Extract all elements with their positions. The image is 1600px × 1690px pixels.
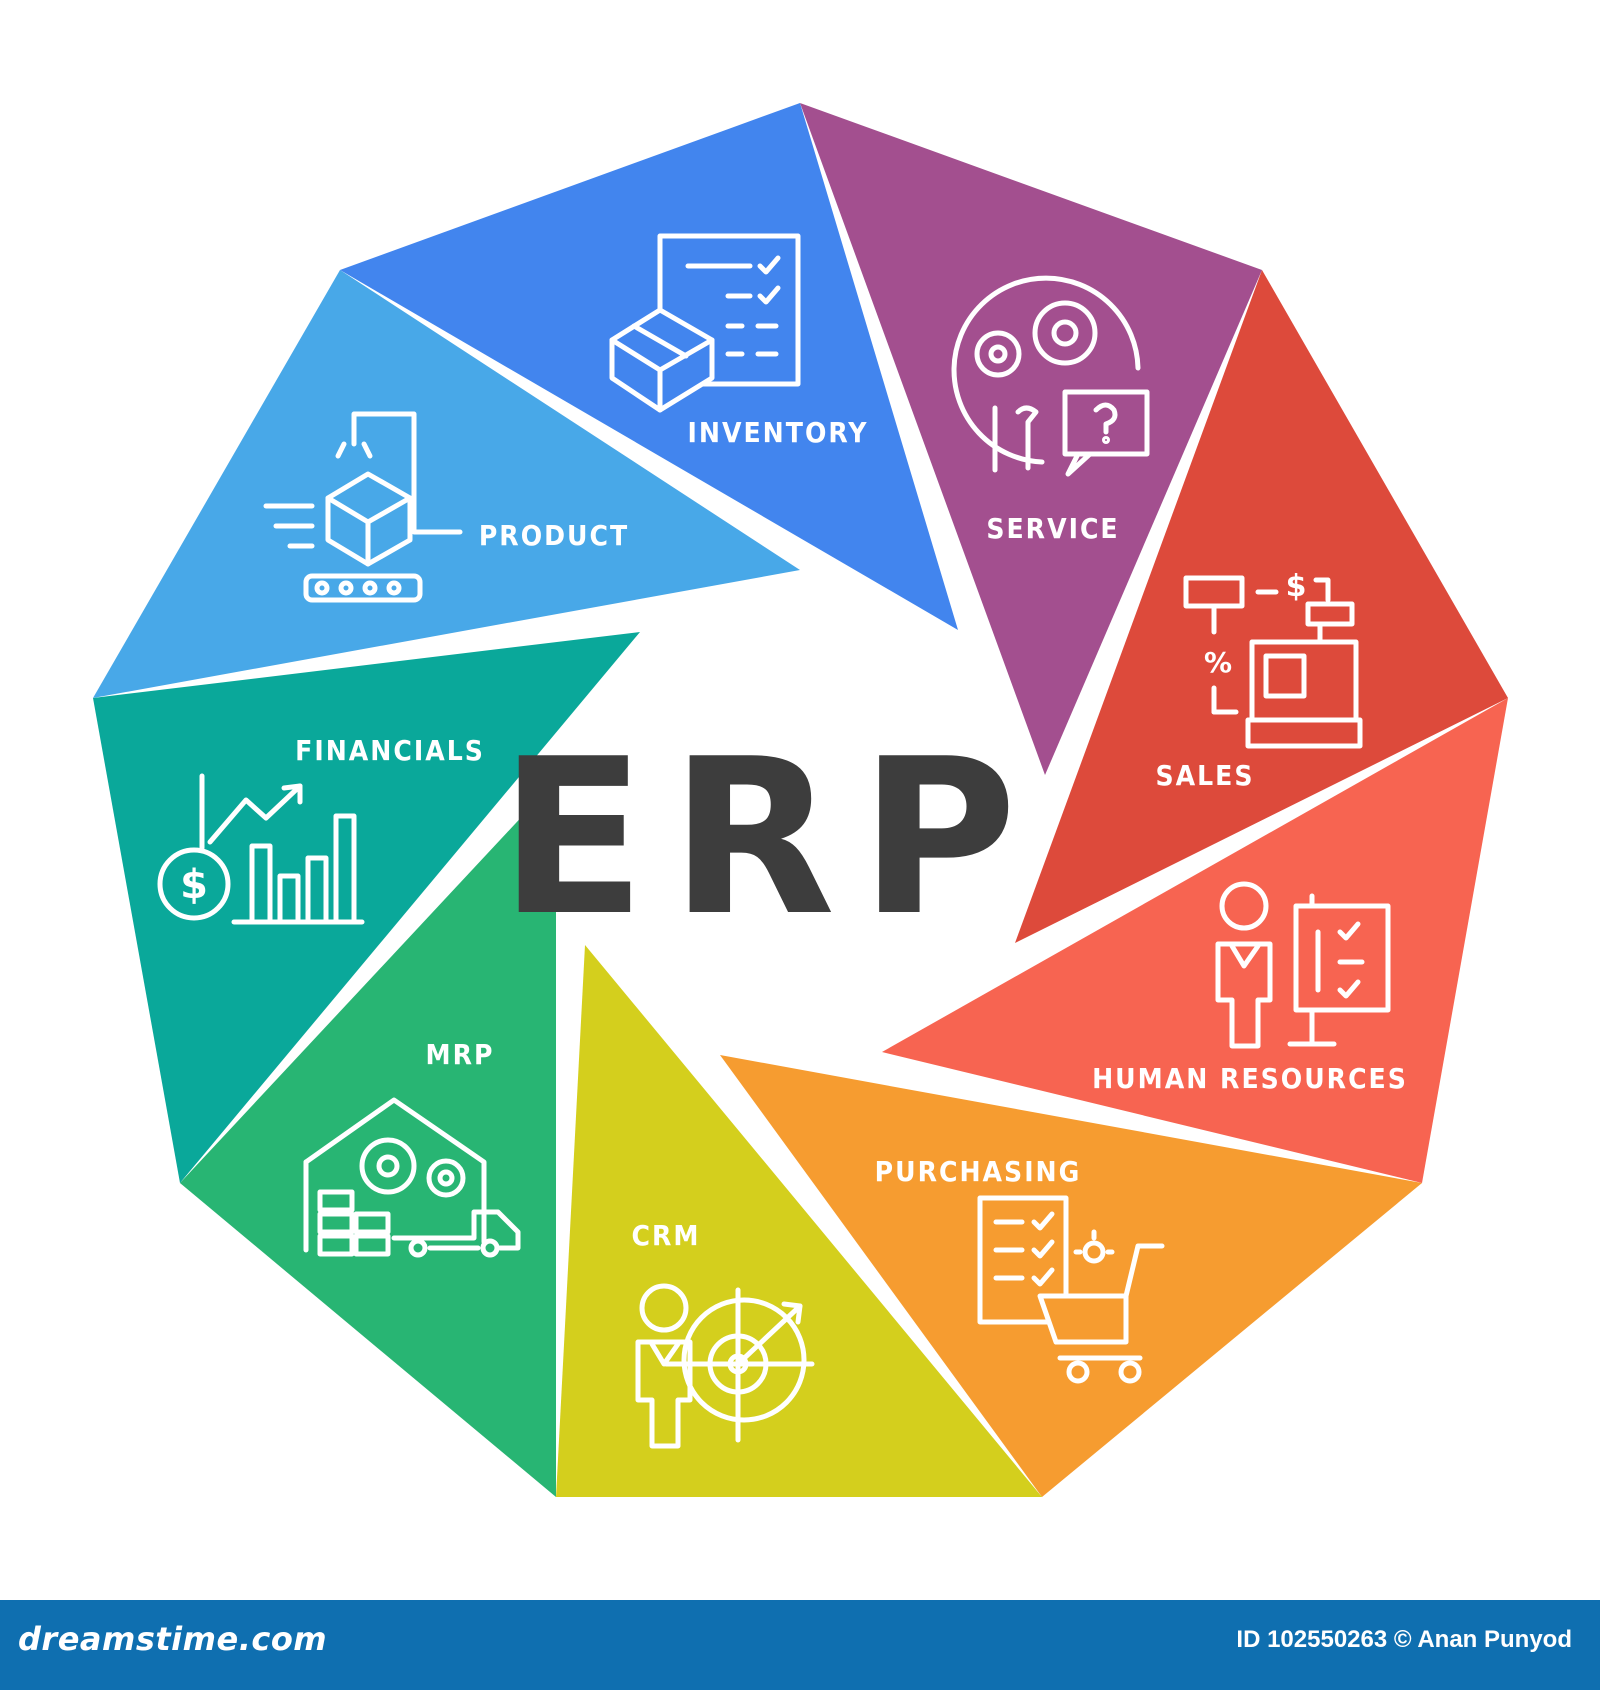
financials-dollar-chart-icon: $ — [157, 773, 365, 925]
erp-module-diagram: ERP INVENTORY SERVICE SALES HUMAN RESOUR… — [93, 103, 1508, 1497]
segment-financials[interactable] — [93, 632, 640, 1183]
segment-purchasing[interactable] — [720, 1055, 1422, 1497]
svg-text:%: % — [1204, 646, 1232, 679]
segment-product[interactable] — [93, 270, 800, 698]
label-purchasing: PURCHASING — [875, 1155, 1082, 1188]
service-gears-wrench-question-icon — [951, 275, 1150, 477]
label-service: SERVICE — [986, 512, 1119, 545]
label-mrp: MRP — [426, 1038, 495, 1071]
segment-sales[interactable] — [1015, 270, 1508, 943]
inventory-box-checklist-icon — [609, 233, 801, 413]
footer-brand[interactable]: dreamstime.com — [18, 1620, 328, 1658]
label-inventory: INVENTORY — [688, 416, 869, 449]
segment-crm[interactable] — [556, 945, 1042, 1497]
segment-mrp[interactable] — [180, 780, 556, 1497]
footer-credit: ID 102550263 © Anan Punyod — [1236, 1626, 1572, 1653]
svg-text:$: $ — [1286, 569, 1307, 604]
label-financials: FINANCIALS — [295, 734, 485, 767]
crm-person-target-icon — [635, 1283, 815, 1449]
segment-service[interactable] — [800, 103, 1262, 775]
mrp-factory-gears-truck-icon — [303, 1097, 521, 1258]
label-sales: SALES — [1155, 759, 1254, 792]
label-human-resources: HUMAN RESOURCES — [1092, 1062, 1408, 1095]
svg-text:$: $ — [180, 862, 208, 908]
label-crm: CRM — [632, 1219, 701, 1252]
purchasing-list-cart-icon — [977, 1195, 1165, 1384]
product-conveyor-box-icon — [263, 411, 463, 603]
human-resources-presenter-board-icon — [1215, 881, 1391, 1049]
center-title: ERP — [499, 712, 1041, 963]
label-product: PRODUCT — [479, 519, 629, 552]
segment-human-resources[interactable] — [882, 698, 1508, 1183]
footer-bar: dreamstime.com ID 102550263 © Anan Punyo… — [0, 1600, 1600, 1690]
sales-cash-register-icon: $ % — [1183, 569, 1363, 749]
